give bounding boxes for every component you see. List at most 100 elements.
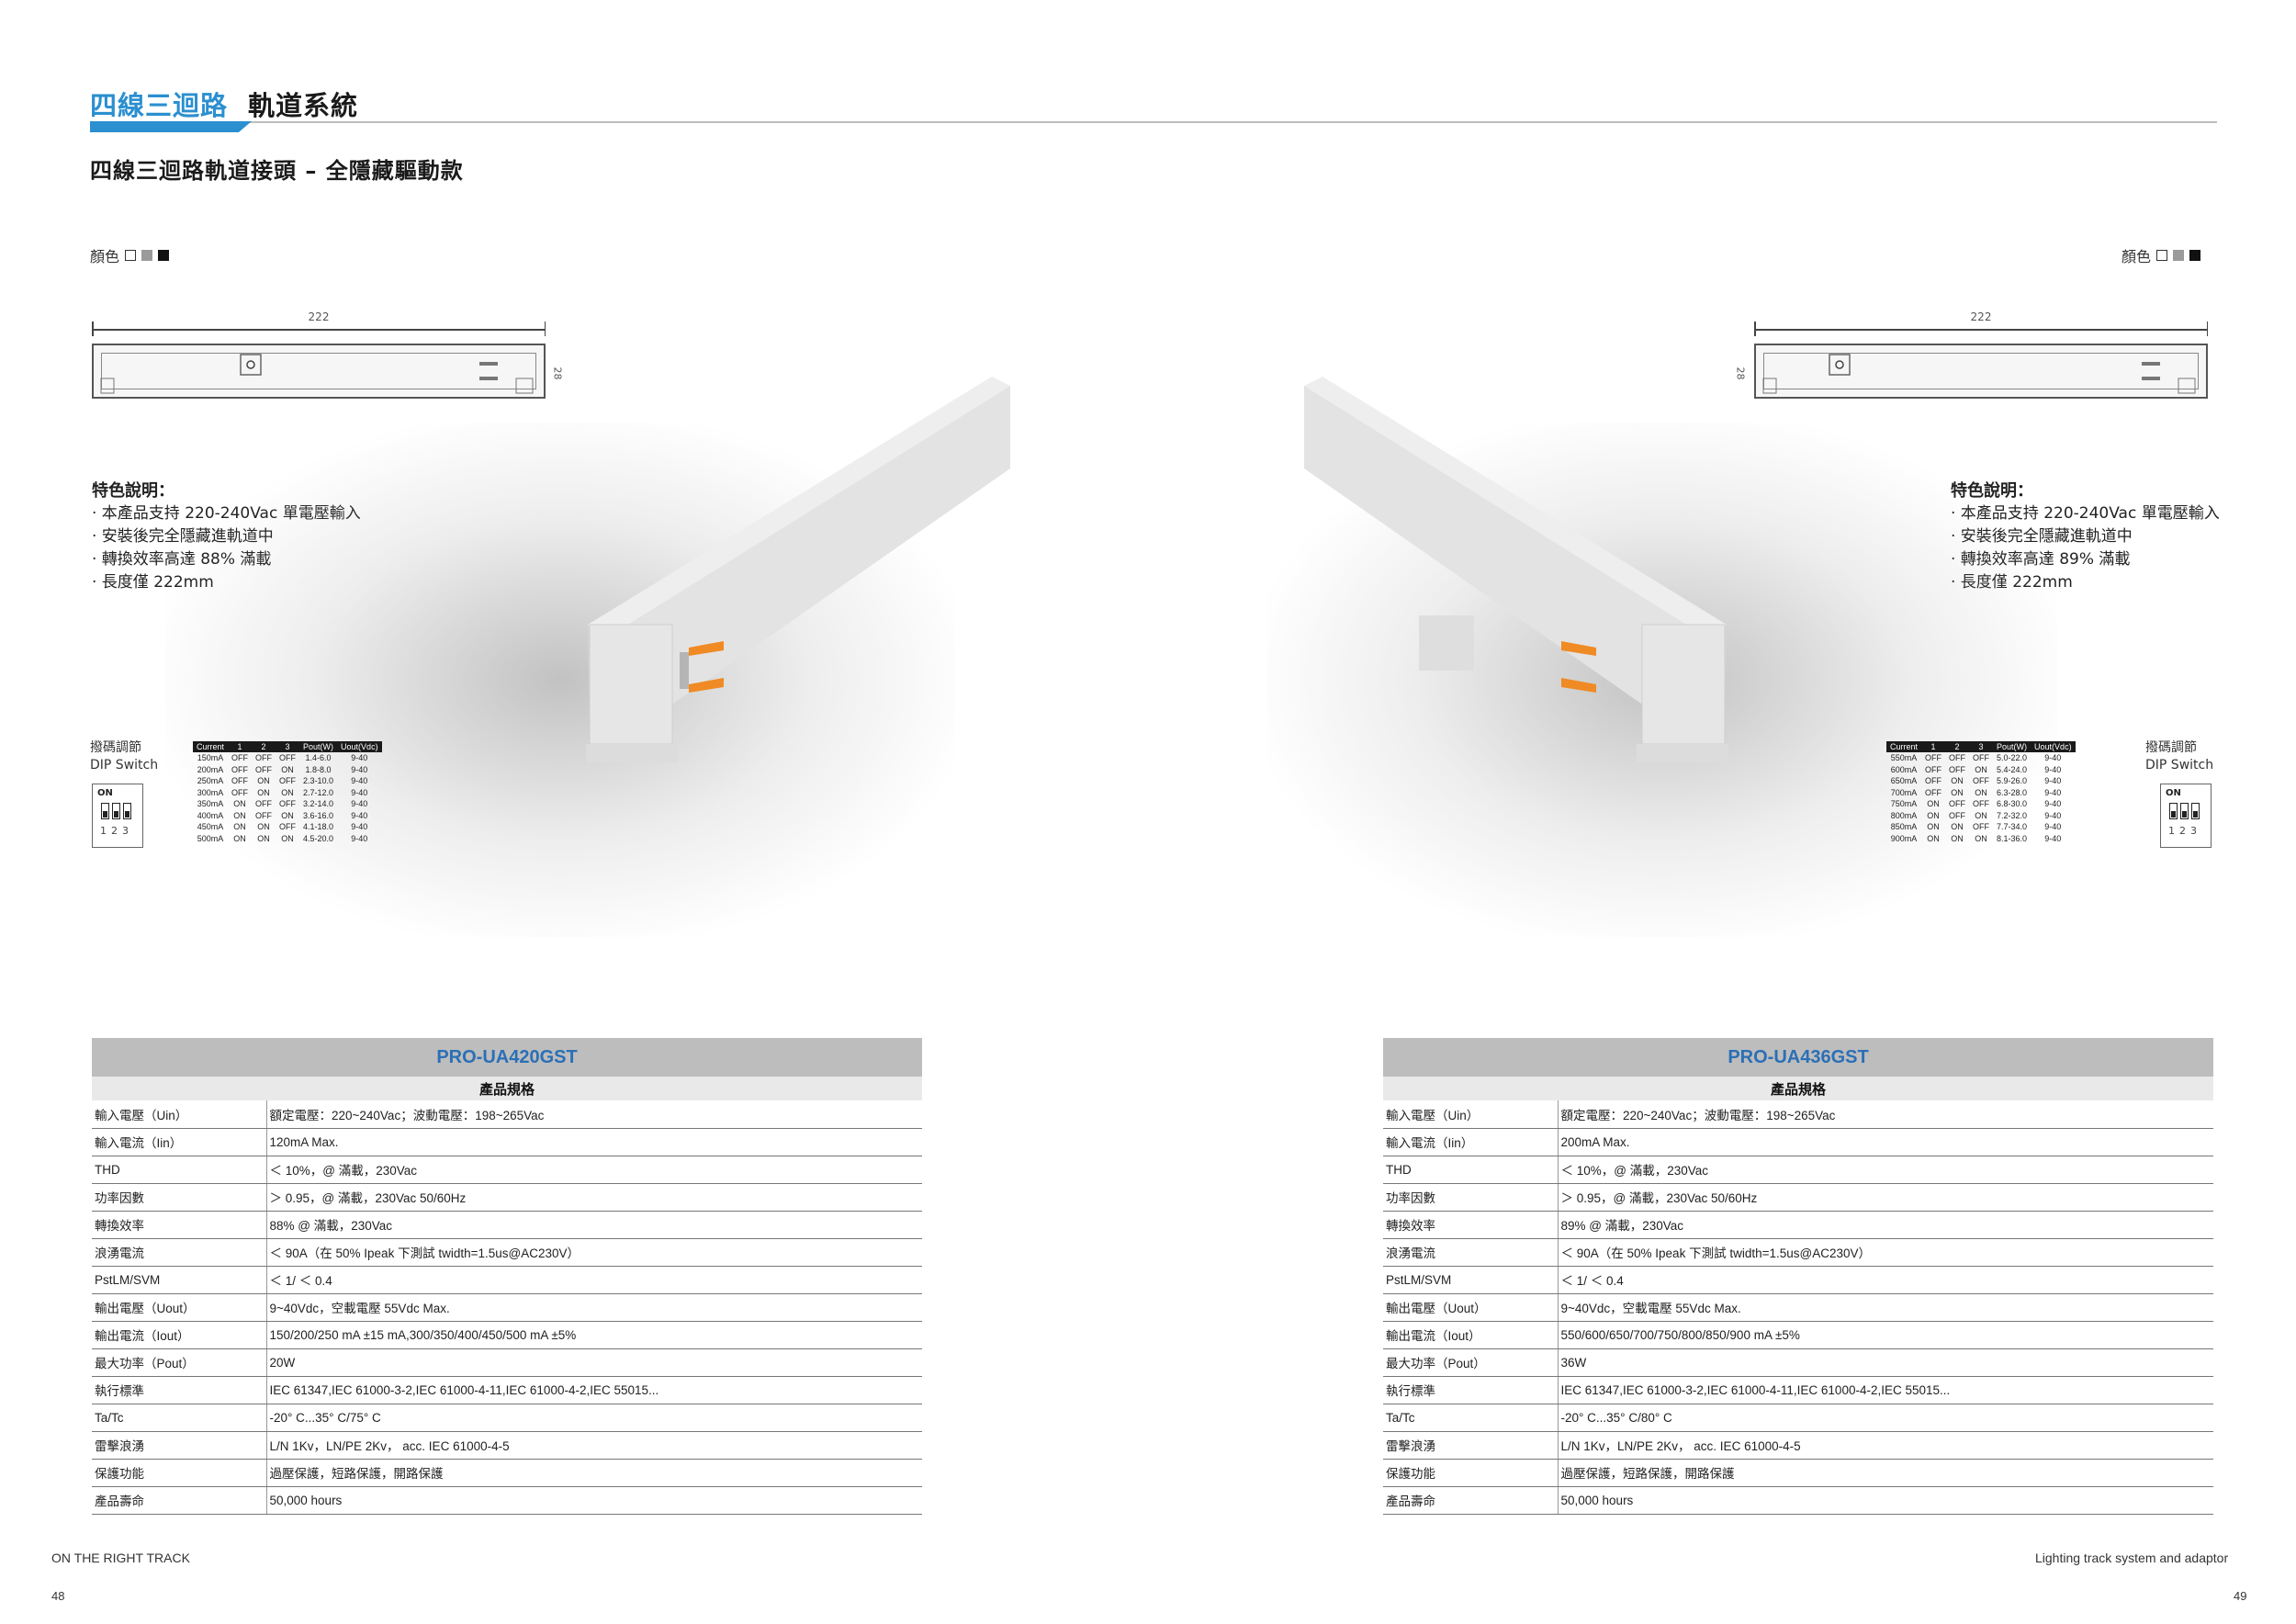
dimension-length-label: 222 xyxy=(308,310,330,323)
color-options-right: 顏色 xyxy=(2122,244,2201,266)
dip-switch-diagram-right: ON 123 xyxy=(2160,784,2212,848)
feature-item: · 長度僅 222mm xyxy=(92,573,214,592)
spec-row: 輸出電壓（Uout）9~40Vdc，空載電壓 55Vdc Max. xyxy=(92,1293,922,1322)
feature-item: · 本產品支持 220-240Vac 單電壓輸入 xyxy=(1951,504,2220,523)
feature-item: · 轉換效率高達 88% 滿載 xyxy=(92,550,271,569)
spec-row: 浪湧電流＜ 90A（在 50% Ipeak 下測試 twidth=1.5us@A… xyxy=(1383,1238,2213,1267)
spec-row: Ta/Tc-20° C...35° C/75° C xyxy=(92,1404,922,1432)
driver-outline xyxy=(1754,344,2208,399)
product-image-left xyxy=(586,377,1010,762)
spec-row: 輸出電流（Iout）150/200/250 mA ±15 mA,300/350/… xyxy=(92,1321,922,1349)
driver-outline-details xyxy=(1762,354,2196,394)
header-rule xyxy=(90,121,2217,123)
feature-item: · 長度僅 222mm xyxy=(1951,571,2220,594)
dip-on-label: ON xyxy=(2166,788,2181,798)
spec-row: 輸入電流（Iin）200mA Max. xyxy=(1383,1128,2213,1156)
dip-on-label: ON xyxy=(97,788,113,798)
driver-outline xyxy=(92,344,546,399)
spec-row: 輸入電壓（Uin）額定電壓：220~240Vac；波動電壓：198~265Vac xyxy=(1383,1100,2213,1129)
color-swatch-grey xyxy=(141,250,153,261)
footer-right-text: Lighting track system and adaptor xyxy=(2035,1551,2229,1565)
spec-row: 最大功率（Pout）20W xyxy=(92,1348,922,1377)
spec-row: 輸入電流（Iin）120mA Max. xyxy=(92,1128,922,1156)
color-swatch-white xyxy=(125,250,137,261)
color-swatch-black xyxy=(158,250,170,261)
spec-row: 保護功能過壓保護，短路保護，開路保護 xyxy=(92,1459,922,1487)
section-title: 四線三迴路軌道系統 xyxy=(90,85,358,123)
spec-table-left: PRO-UA420GST 產品規格 輸入電壓（Uin）額定電壓：220~240V… xyxy=(92,1038,922,1515)
color-options-left: 顏色 xyxy=(90,244,170,266)
section-title-main: 軌道系統 xyxy=(248,90,359,121)
driver-outline-details xyxy=(100,354,534,394)
color-label: 顏色 xyxy=(2122,248,2152,265)
spec-row: THD＜ 10%，@ 滿載，230Vac xyxy=(92,1156,922,1184)
section-title-highlight: 四線三迴路 xyxy=(90,90,229,121)
product-image-right xyxy=(1304,377,1728,762)
spec-row: THD＜ 10%，@ 滿載，230Vac xyxy=(1383,1156,2213,1184)
dip-switch-label-right: 撥碼調節 DIP Switch xyxy=(2145,740,2214,773)
spec-row: Ta/Tc-20° C...35° C/80° C xyxy=(1383,1404,2213,1432)
spec-row: 輸出電壓（Uout）9~40Vdc，空載電壓 55Vdc Max. xyxy=(1383,1293,2213,1322)
feature-item: · 本產品支持 220-240Vac 單電壓輸入 xyxy=(92,504,361,523)
feature-item: · 安裝後完全隱藏進軌道中 xyxy=(1951,525,2220,548)
dimension-drawing-right: 222 28 xyxy=(1735,310,2208,413)
spec-row: 功率因數＞ 0.95，@ 滿載，230Vac 50/60Hz xyxy=(92,1183,922,1212)
feature-item: · 安裝後完全隱藏進軌道中 xyxy=(92,527,274,546)
spec-row: PstLM/SVM＜ 1/ ＜ 0.4 xyxy=(1383,1266,2213,1294)
dimension-drawing-left: 222 28 xyxy=(92,310,564,413)
features-title: 特色說明： xyxy=(1951,479,2220,502)
dip-switch-label-left: 撥碼調節 DIP Switch xyxy=(90,740,159,773)
page-number-right: 49 xyxy=(2234,1589,2247,1603)
dimension-length-label: 222 xyxy=(1970,310,1992,323)
spec-header: 產品規格 xyxy=(1383,1077,2213,1100)
spec-row: 保護功能過壓保護，短路保護，開路保護 xyxy=(1383,1459,2213,1487)
spec-table-right: PRO-UA436GST 產品規格 輸入電壓（Uin）額定電壓：220~240V… xyxy=(1383,1038,2213,1515)
footer-left-text: ON THE RIGHT TRACK xyxy=(51,1551,190,1565)
features-title: 特色說明： xyxy=(92,481,174,501)
spec-row: 最大功率（Pout）36W xyxy=(1383,1348,2213,1377)
color-label: 顏色 xyxy=(90,248,120,265)
color-swatch-grey xyxy=(2173,250,2185,261)
model-name: PRO-UA420GST xyxy=(92,1038,922,1077)
spec-row: 輸出電流（Iout）550/600/650/700/750/800/850/90… xyxy=(1383,1321,2213,1349)
feature-item: · 轉換效率高達 89% 滿載 xyxy=(1951,550,2131,569)
page-number-left: 48 xyxy=(51,1589,65,1603)
color-swatch-black xyxy=(2189,250,2201,261)
spec-header: 產品規格 xyxy=(92,1077,922,1100)
product-subtitle: 四線三迴路軌道接頭 – 全隱藏驅動款 xyxy=(90,158,464,184)
dip-keys xyxy=(2169,803,2200,819)
spec-row: 輸入電壓（Uin）額定電壓：220~240Vac；波動電壓：198~265Vac xyxy=(92,1100,922,1129)
color-swatch-white xyxy=(2156,250,2168,261)
spec-row: 功率因數＞ 0.95，@ 滿載，230Vac 50/60Hz xyxy=(1383,1183,2213,1212)
model-name: PRO-UA436GST xyxy=(1383,1038,2213,1077)
dip-numbers: 123 xyxy=(100,825,133,837)
dip-switch-diagram-left: ON 123 xyxy=(92,784,143,848)
